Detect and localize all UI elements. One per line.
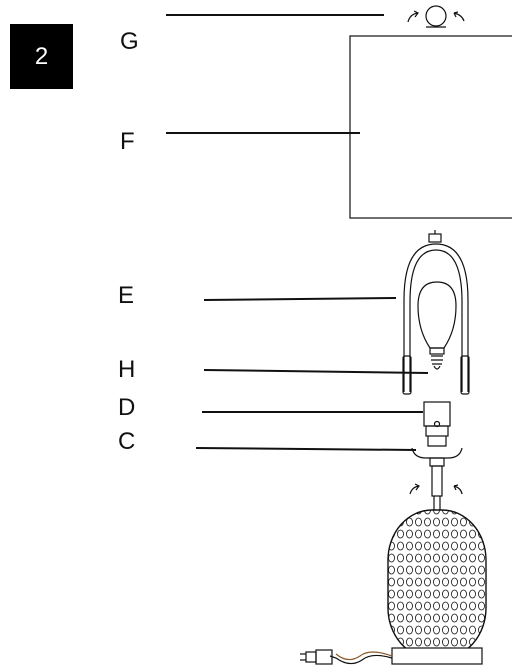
rotate-right-arrow-icon (453, 12, 465, 22)
label-g: G (120, 28, 139, 55)
label-c: C (118, 428, 136, 455)
rotate-left-arrow-icon (407, 12, 419, 23)
step-number-badge: 2 (10, 24, 73, 89)
label-h: H (118, 356, 136, 383)
leader-line-h (203, 369, 429, 374)
harp-saddle (409, 447, 463, 497)
lampshade (349, 35, 512, 219)
power-cord-plug (300, 649, 393, 665)
harp (402, 230, 470, 395)
leader-lines (166, 14, 429, 451)
lamp-base (387, 509, 487, 665)
light-bulb (417, 281, 457, 370)
rotate-right-arrow-icon (453, 485, 463, 495)
label-f: F (120, 128, 135, 155)
leader-line-c (195, 447, 417, 451)
finial (407, 5, 465, 28)
socket (423, 401, 451, 447)
label-d: D (118, 394, 136, 421)
leader-line-e (203, 297, 397, 301)
label-e: E (118, 282, 135, 309)
rotate-left-arrow-icon (409, 485, 420, 495)
step-number: 2 (34, 42, 49, 70)
